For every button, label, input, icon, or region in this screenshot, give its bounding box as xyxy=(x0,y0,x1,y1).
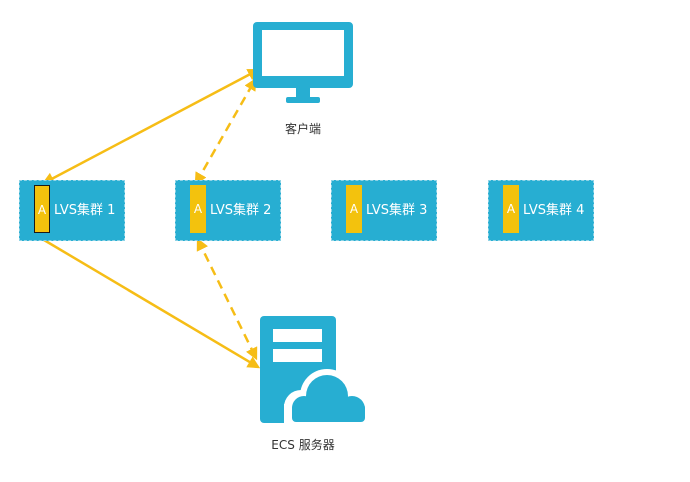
client-label: 客户端 xyxy=(284,122,321,136)
lvs-cluster-4: A LVS集群 4 xyxy=(488,180,594,241)
lvs-cluster-3: A LVS集群 3 xyxy=(331,180,437,241)
cluster1-to-client-line xyxy=(41,68,261,185)
cluster2-to-client-dashed-line xyxy=(194,77,257,186)
lvs-cluster-2: A LVS集群 2 xyxy=(175,180,281,241)
cluster-badge: A xyxy=(34,185,50,233)
cluster-badge: A xyxy=(346,185,362,233)
lvs-cluster-1: A LVS集群 1 xyxy=(19,180,125,241)
cluster-name: LVS集群 4 xyxy=(523,203,585,218)
monitor-icon xyxy=(253,22,353,103)
cluster2-to-server-dashed-line xyxy=(196,237,258,361)
cluster-name: LVS集群 1 xyxy=(54,203,116,218)
cluster-name: LVS集群 3 xyxy=(366,203,428,218)
cloud-server-icon xyxy=(260,316,372,426)
cluster-badge: A xyxy=(503,185,519,233)
server-label: ECS 服务器 xyxy=(271,438,335,452)
cluster-badge: A xyxy=(190,185,206,233)
cluster-name: LVS集群 2 xyxy=(210,203,272,218)
cluster1-to-server-line xyxy=(43,238,261,369)
